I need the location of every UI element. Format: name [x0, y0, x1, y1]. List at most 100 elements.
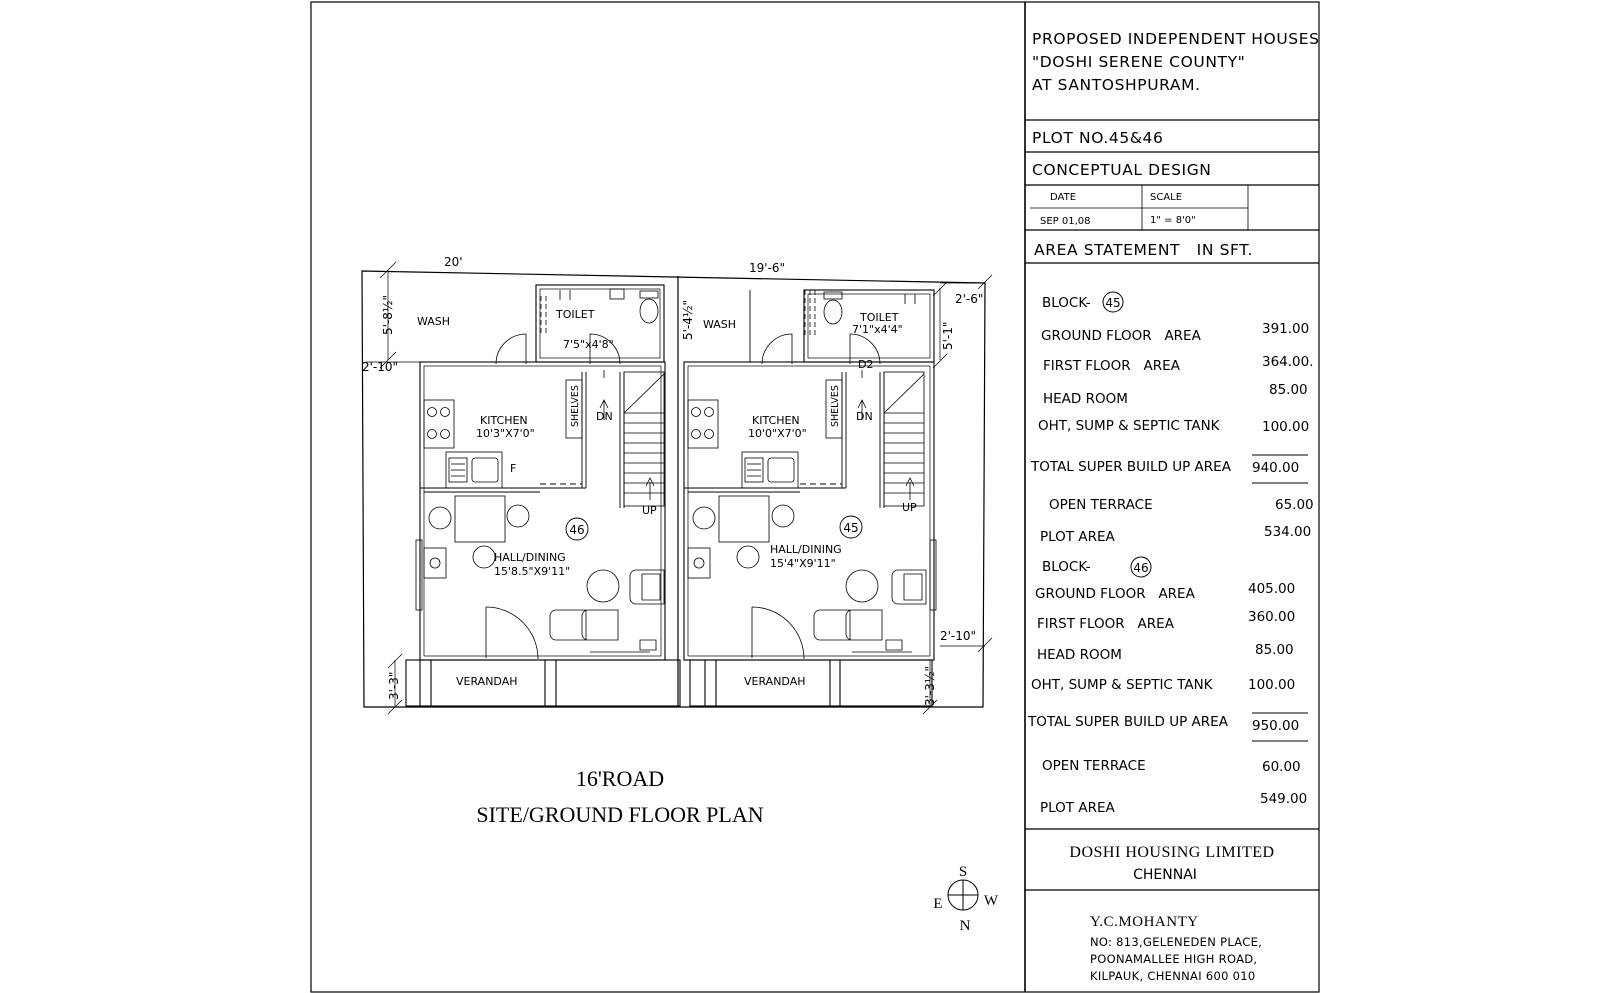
block-label: BLOCK- [1042, 559, 1091, 575]
dimension-lines [366, 261, 993, 715]
project-line-3: AT SANTOSHPURAM. [1032, 76, 1201, 94]
dim-right-toilet: 5'-1" [941, 322, 955, 350]
date-value: SEP 01,08 [1040, 216, 1091, 227]
project-line-1: PROPOSED INDEPENDENT HOUSES [1032, 30, 1320, 48]
area-row-label: HEAD ROOM [1037, 647, 1122, 663]
extra-value: 65.00 [1275, 497, 1314, 513]
extra-value: 60.00 [1262, 759, 1301, 775]
area-row-label: OHT, SUMP & SEPTIC TANK [1031, 677, 1214, 693]
floor-plan [361, 261, 993, 715]
compass-s: S [959, 864, 967, 880]
architect-name: Y.C.MOHANTY [1090, 914, 1199, 930]
project-line-2: "DOSHI SERENE COUNTY" [1032, 53, 1245, 71]
room-hall-size: 15'8.5"X9'11" [494, 565, 570, 578]
area-row-label: GROUND FLOOR AREA [1041, 328, 1202, 344]
date-label: DATE [1050, 192, 1076, 203]
room-kitchen-size: 10'0"X7'0" [748, 427, 807, 440]
room-hall: HALL/DINING [494, 551, 566, 564]
stair-down: DN [596, 410, 613, 423]
address-line: NO: 813,GELENEDEN PLACE, [1090, 935, 1262, 949]
block-number: 46 [1133, 561, 1148, 575]
compass-n: N [960, 918, 971, 934]
unit-number: 46 [569, 523, 584, 537]
plot-number: PLOT NO.45&46 [1032, 129, 1163, 147]
dim-right-verandah: 3'-3½" [923, 666, 937, 706]
site-boundary [361, 270, 986, 708]
area-row-value: 100.00 [1248, 677, 1295, 693]
area-row-value: 391.00 [1262, 321, 1309, 337]
plan-title: SITE/GROUND FLOOR PLAN [476, 802, 763, 827]
room-toilet-size: 7'5"x4'8" [563, 338, 614, 351]
extra-label: PLOT AREA [1040, 800, 1115, 816]
extra-value: 534.00 [1264, 524, 1311, 540]
room-verandah: VERANDAH [744, 675, 806, 688]
scale-label: SCALE [1150, 192, 1182, 203]
plan-labels: 20' 19'-6" 5'-8½" 2'-10" 3'-3" 5'-4½" 2'… [362, 255, 983, 827]
area-row-value: 364.00. [1262, 354, 1314, 370]
dim-right-top: 2'-6" [955, 292, 983, 306]
door-tag: D2 [858, 358, 873, 371]
room-toilet: TOILET [859, 311, 899, 324]
room-kitchen-size: 10'3"X7'0" [476, 427, 535, 440]
room-kitchen: KITCHEN [752, 414, 800, 427]
area-row-label: GROUND FLOOR AREA [1035, 586, 1196, 602]
dim-left-offset: 2'-10" [362, 360, 398, 374]
total-label: TOTAL SUPER BUILD UP AREA [1027, 714, 1229, 730]
area-statement-heading: AREA STATEMENT IN SFT. [1034, 241, 1253, 259]
block-number: 45 [1105, 296, 1120, 310]
shelves-label: SHELVES [570, 385, 581, 427]
block-number-circle [1102, 291, 1124, 313]
dim-left-wash: 5'-8½" [381, 295, 395, 335]
total-value: 940.00 [1252, 460, 1299, 476]
design-stage: CONCEPTUAL DESIGN [1032, 161, 1212, 179]
room-kitchen: KITCHEN [480, 414, 528, 427]
dim-left-verandah: 3'-3" [387, 672, 401, 700]
room-toilet: TOILET [555, 308, 595, 321]
unit-number: 45 [843, 521, 858, 535]
compass-icon: S E W N [933, 864, 999, 934]
area-row-value: 100.00 [1262, 419, 1309, 435]
room-wash: WASH [417, 315, 450, 328]
shelves-label: SHELVES [830, 385, 841, 427]
area-row-value: 85.00 [1269, 382, 1308, 398]
unit-number-circle [839, 515, 863, 539]
stair-up: UP [642, 504, 657, 517]
unit-number-circle [565, 517, 589, 541]
extra-label: OPEN TERRACE [1049, 497, 1153, 513]
dim-mid-wash: 5'-4½" [681, 300, 695, 340]
company-city: CHENNAI [1133, 867, 1197, 883]
extra-label: PLOT AREA [1040, 529, 1115, 545]
area-row-label: FIRST FLOOR AREA [1037, 616, 1175, 632]
room-toilet-size: 7'1"x4'4" [852, 323, 903, 336]
area-row-value: 85.00 [1255, 642, 1294, 658]
total-label: TOTAL SUPER BUILD UP AREA [1030, 459, 1232, 475]
area-row-label: FIRST FLOOR AREA [1043, 358, 1181, 374]
extra-value: 549.00 [1260, 791, 1307, 807]
compass-e: E [933, 896, 942, 912]
block-number-circle [1130, 556, 1152, 578]
fridge-label: F [510, 462, 516, 475]
scale-value: 1" = 8'0" [1150, 215, 1196, 226]
area-row-value: 405.00 [1248, 581, 1295, 597]
stair-down: DN [856, 410, 873, 423]
dim-top-right: 19'-6" [749, 261, 785, 275]
block-label: BLOCK- [1042, 295, 1091, 311]
area-row-value: 360.00 [1248, 609, 1295, 625]
area-row-label: OHT, SUMP & SEPTIC TANK [1038, 418, 1221, 434]
area-block-46: BLOCK- 46 GROUND FLOOR AREA 405.00 FIRST… [1027, 556, 1308, 816]
sheet-border [310, 1, 1320, 993]
room-wash: WASH [703, 318, 736, 331]
dim-top-left: 20' [444, 255, 463, 269]
room-hall-size: 15'4"X9'11" [770, 557, 836, 570]
area-row-label: HEAD ROOM [1043, 391, 1128, 407]
unit-45 [415, 289, 937, 707]
address-line: KILPAUK, CHENNAI 600 010 [1090, 969, 1256, 983]
stair-up: UP [902, 501, 917, 514]
company-name: DOSHI HOUSING LIMITED [1069, 844, 1274, 861]
unit-46 [405, 284, 681, 707]
room-verandah: VERANDAH [456, 675, 518, 688]
road-label: 16'ROAD [576, 766, 664, 791]
extra-label: OPEN TERRACE [1042, 758, 1146, 774]
compass-w: W [984, 893, 999, 909]
